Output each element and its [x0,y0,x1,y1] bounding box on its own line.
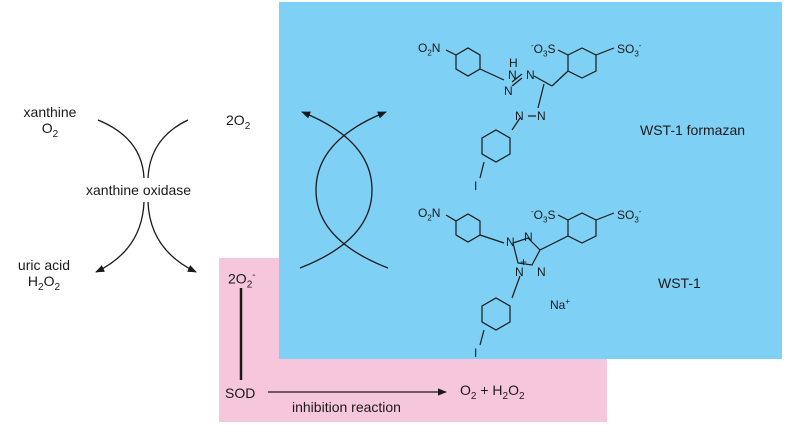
wst1-formazan-label: WST-1 formazan [640,122,746,138]
wst1-n3: N [515,265,524,279]
o2-h2o2-label: O2 + H2O2 [460,382,525,402]
wst1-n4: N [537,265,546,279]
wst1-sodium: Na+ [550,297,571,312]
wst1-region [279,2,782,359]
wst1-o2n-group: O2N [418,206,441,223]
formazan-n5: N [537,109,546,123]
formazan-n3: N [526,68,535,82]
wst1-tetrazolium-ring [512,237,541,266]
xanthine-oxidase-label: xanthine oxidase [86,182,192,198]
reduction-curve-left [299,111,373,269]
wst1-so3-left: -O3S [531,207,556,225]
wst1-n2: N [524,230,533,244]
formazan-iodophenyl-ring [481,129,511,163]
superoxide-label: 2O2- [228,270,256,291]
formazan-nitrophenyl-ring [455,47,481,77]
xanthine-in-curve [97,119,145,179]
formazan-o2n-group: O2N [418,41,441,58]
formazan-so3-right: SO3- [617,41,642,59]
xanthine-label: xanthine O2 [23,104,77,140]
reduction-curve-right [315,111,389,269]
wst1-iodo: I [474,346,478,360]
oxygen-2o2-label: 2O2 [226,112,251,132]
wst1-so3-right: SO3- [617,207,642,225]
o2-in-curve [147,119,189,179]
wst1-sulfophenyl-ring [567,212,597,244]
sod-label: SOD [225,385,256,401]
formazan-iodo: I [474,179,478,193]
formazan-so3-left: -O3S [531,41,556,59]
formazan-n4: N [515,109,524,123]
wst1-label: WST-1 [658,275,701,291]
formazan-n1: N [508,68,517,82]
uric-acid-label: uric acid H2O2 [17,257,71,293]
wst1-n1: N [506,235,515,249]
formazan-n2: N [504,84,513,98]
inhibition-reaction-label: inhibition reaction [292,399,401,415]
wst1-plus: + [520,255,528,269]
uric-acid-out-arrow [95,201,145,273]
superoxide-out-arrow [147,201,197,273]
wst1-iodophenyl-ring [481,297,511,331]
formazan-h: H [509,56,518,70]
wst1-nitrophenyl-ring [455,213,481,243]
formazan-sulfophenyl-ring [567,47,597,79]
